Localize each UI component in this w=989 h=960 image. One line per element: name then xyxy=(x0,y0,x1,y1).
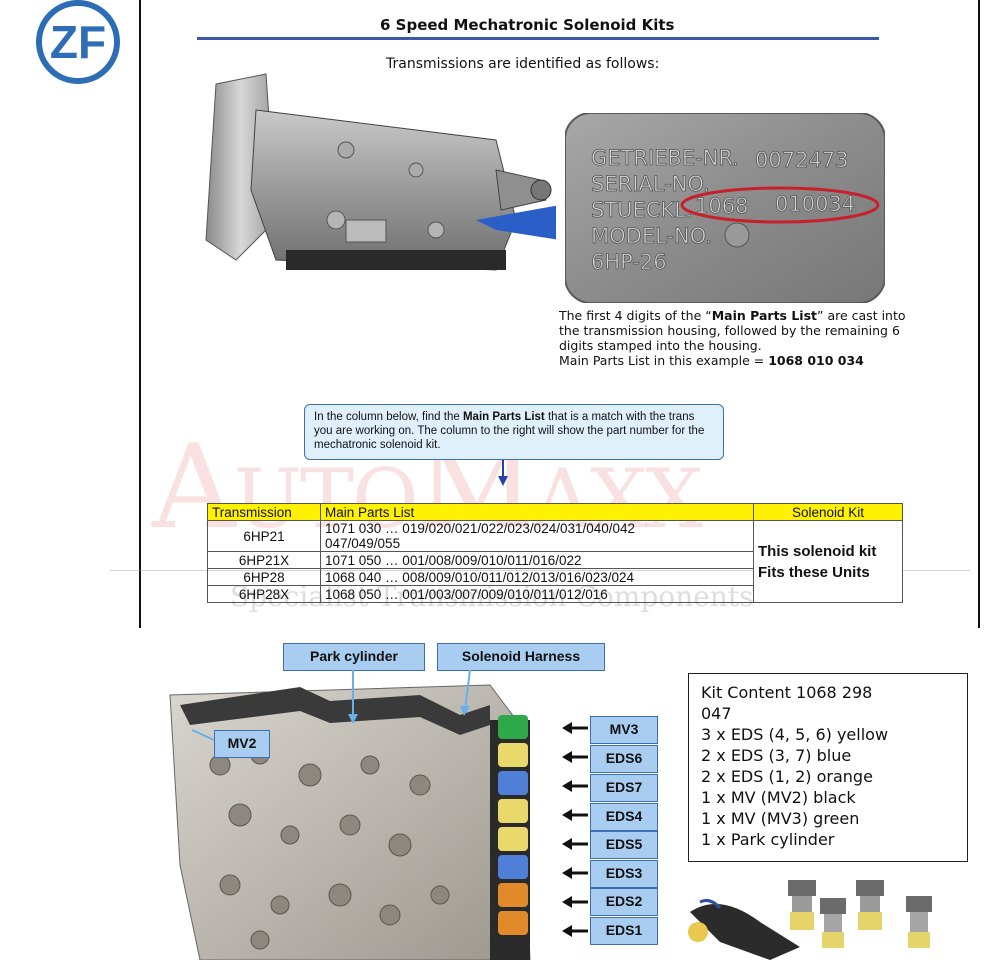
label-park-cylinder: Park cylinder xyxy=(283,643,425,671)
cell-parts: 1068 040 … 008/009/010/011/012/013/016/0… xyxy=(320,568,754,586)
page-border-left xyxy=(139,0,141,628)
kit-content-item: 3 x EDS (4, 5, 6) yellow xyxy=(701,725,889,744)
label-mv2: MV2 xyxy=(214,730,270,758)
kit-content-item: 1 x MV (MV2) black xyxy=(701,788,856,807)
plate-line-type: 6HP-26 xyxy=(591,250,667,274)
label-solenoid-harness: Solenoid Harness xyxy=(437,643,605,671)
cell-transmission: 6HP28X xyxy=(207,585,321,603)
plate-getriebe-value: 0072473 xyxy=(755,148,849,172)
label-eds2: EDS2 xyxy=(590,888,658,916)
leader-lines xyxy=(191,670,471,741)
plate-line-getriebe: GETRIEBE-NR. xyxy=(591,146,739,170)
label-eds4: EDS4 xyxy=(590,803,658,831)
table-header-row: Transmission Main Parts List Solenoid Ki… xyxy=(207,503,903,521)
plate-caption: The first 4 digits of the “Main Parts Li… xyxy=(559,308,906,368)
transmission-photo xyxy=(205,73,556,271)
plate-line-serial: SERIAL-NO. xyxy=(591,172,710,196)
id-plate-photo: GETRIEBE-NR. SERIAL-NO. STUECKL. MODEL-N… xyxy=(565,113,885,303)
logo-text: ZF xyxy=(50,16,106,68)
page-subtitle: Transmissions are identified as follows: xyxy=(386,56,660,72)
title-underline xyxy=(197,37,879,40)
page-title: 6 Speed Mechatronic Solenoid Kits xyxy=(380,16,675,34)
page-border-right xyxy=(978,0,980,628)
kit-content-title-line1: Kit Content 1068 298 xyxy=(701,683,873,702)
label-eds6: EDS6 xyxy=(590,745,658,773)
kit-content-item: 1 x Park cylinder xyxy=(701,830,835,849)
kit-content-item: 2 x EDS (1, 2) orange xyxy=(701,767,873,786)
highlight-ellipse xyxy=(680,186,880,224)
cell-transmission: 6HP21 xyxy=(207,520,321,552)
kit-content-item: 2 x EDS (3, 7) blue xyxy=(701,746,852,765)
parts-table: Transmission Main Parts List Solenoid Ki… xyxy=(207,503,903,603)
cell-parts: 1071 050 … 001/008/009/010/011/016/022 xyxy=(320,551,754,569)
solenoid-arrows xyxy=(562,722,588,937)
header-transmission: Transmission xyxy=(207,503,321,521)
plate-line-model: MODEL-NO. xyxy=(591,224,712,248)
cell-transmission: 6HP21X xyxy=(207,551,321,569)
label-mv3: MV3 xyxy=(590,716,658,744)
label-eds1: EDS1 xyxy=(590,917,658,945)
label-eds3: EDS3 xyxy=(590,860,658,888)
label-eds7: EDS7 xyxy=(590,774,658,802)
cell-parts: 1068 050 … 001/003/007/009/010/011/012/0… xyxy=(320,585,754,603)
plate-line-stueck: STUECKL. xyxy=(591,198,693,222)
cell-parts: 1071 030 … 019/020/021/022/023/024/031/0… xyxy=(320,520,754,552)
table-row: 6HP21 1071 030 … 019/020/021/022/023/024… xyxy=(207,520,903,603)
cell-transmission: 6HP28 xyxy=(207,568,321,586)
plate-stueck-value: 010034 xyxy=(775,192,855,216)
table-row: 6HP28 1068 040 … 008/009/010/011/012/013… xyxy=(207,568,903,586)
table-row: 6HP28X 1068 050 … 001/003/007/009/010/01… xyxy=(207,585,903,603)
label-eds5: EDS5 xyxy=(590,831,658,859)
zf-logo: ZF xyxy=(36,0,120,84)
solenoid-parts-photo xyxy=(688,880,932,960)
kit-content-box: Kit Content 1068 298 047 3 x EDS (4, 5, … xyxy=(688,673,968,862)
kit-content-title-line2: 047 xyxy=(701,704,732,723)
header-main-parts-list: Main Parts List xyxy=(320,503,754,521)
arrow-down-icon xyxy=(498,460,508,486)
kit-content-item: 1 x MV (MV3) green xyxy=(701,809,860,828)
header-solenoid-kit: Solenoid Kit xyxy=(753,503,903,521)
instruction-callout: In the column below, find the Main Parts… xyxy=(304,404,724,460)
